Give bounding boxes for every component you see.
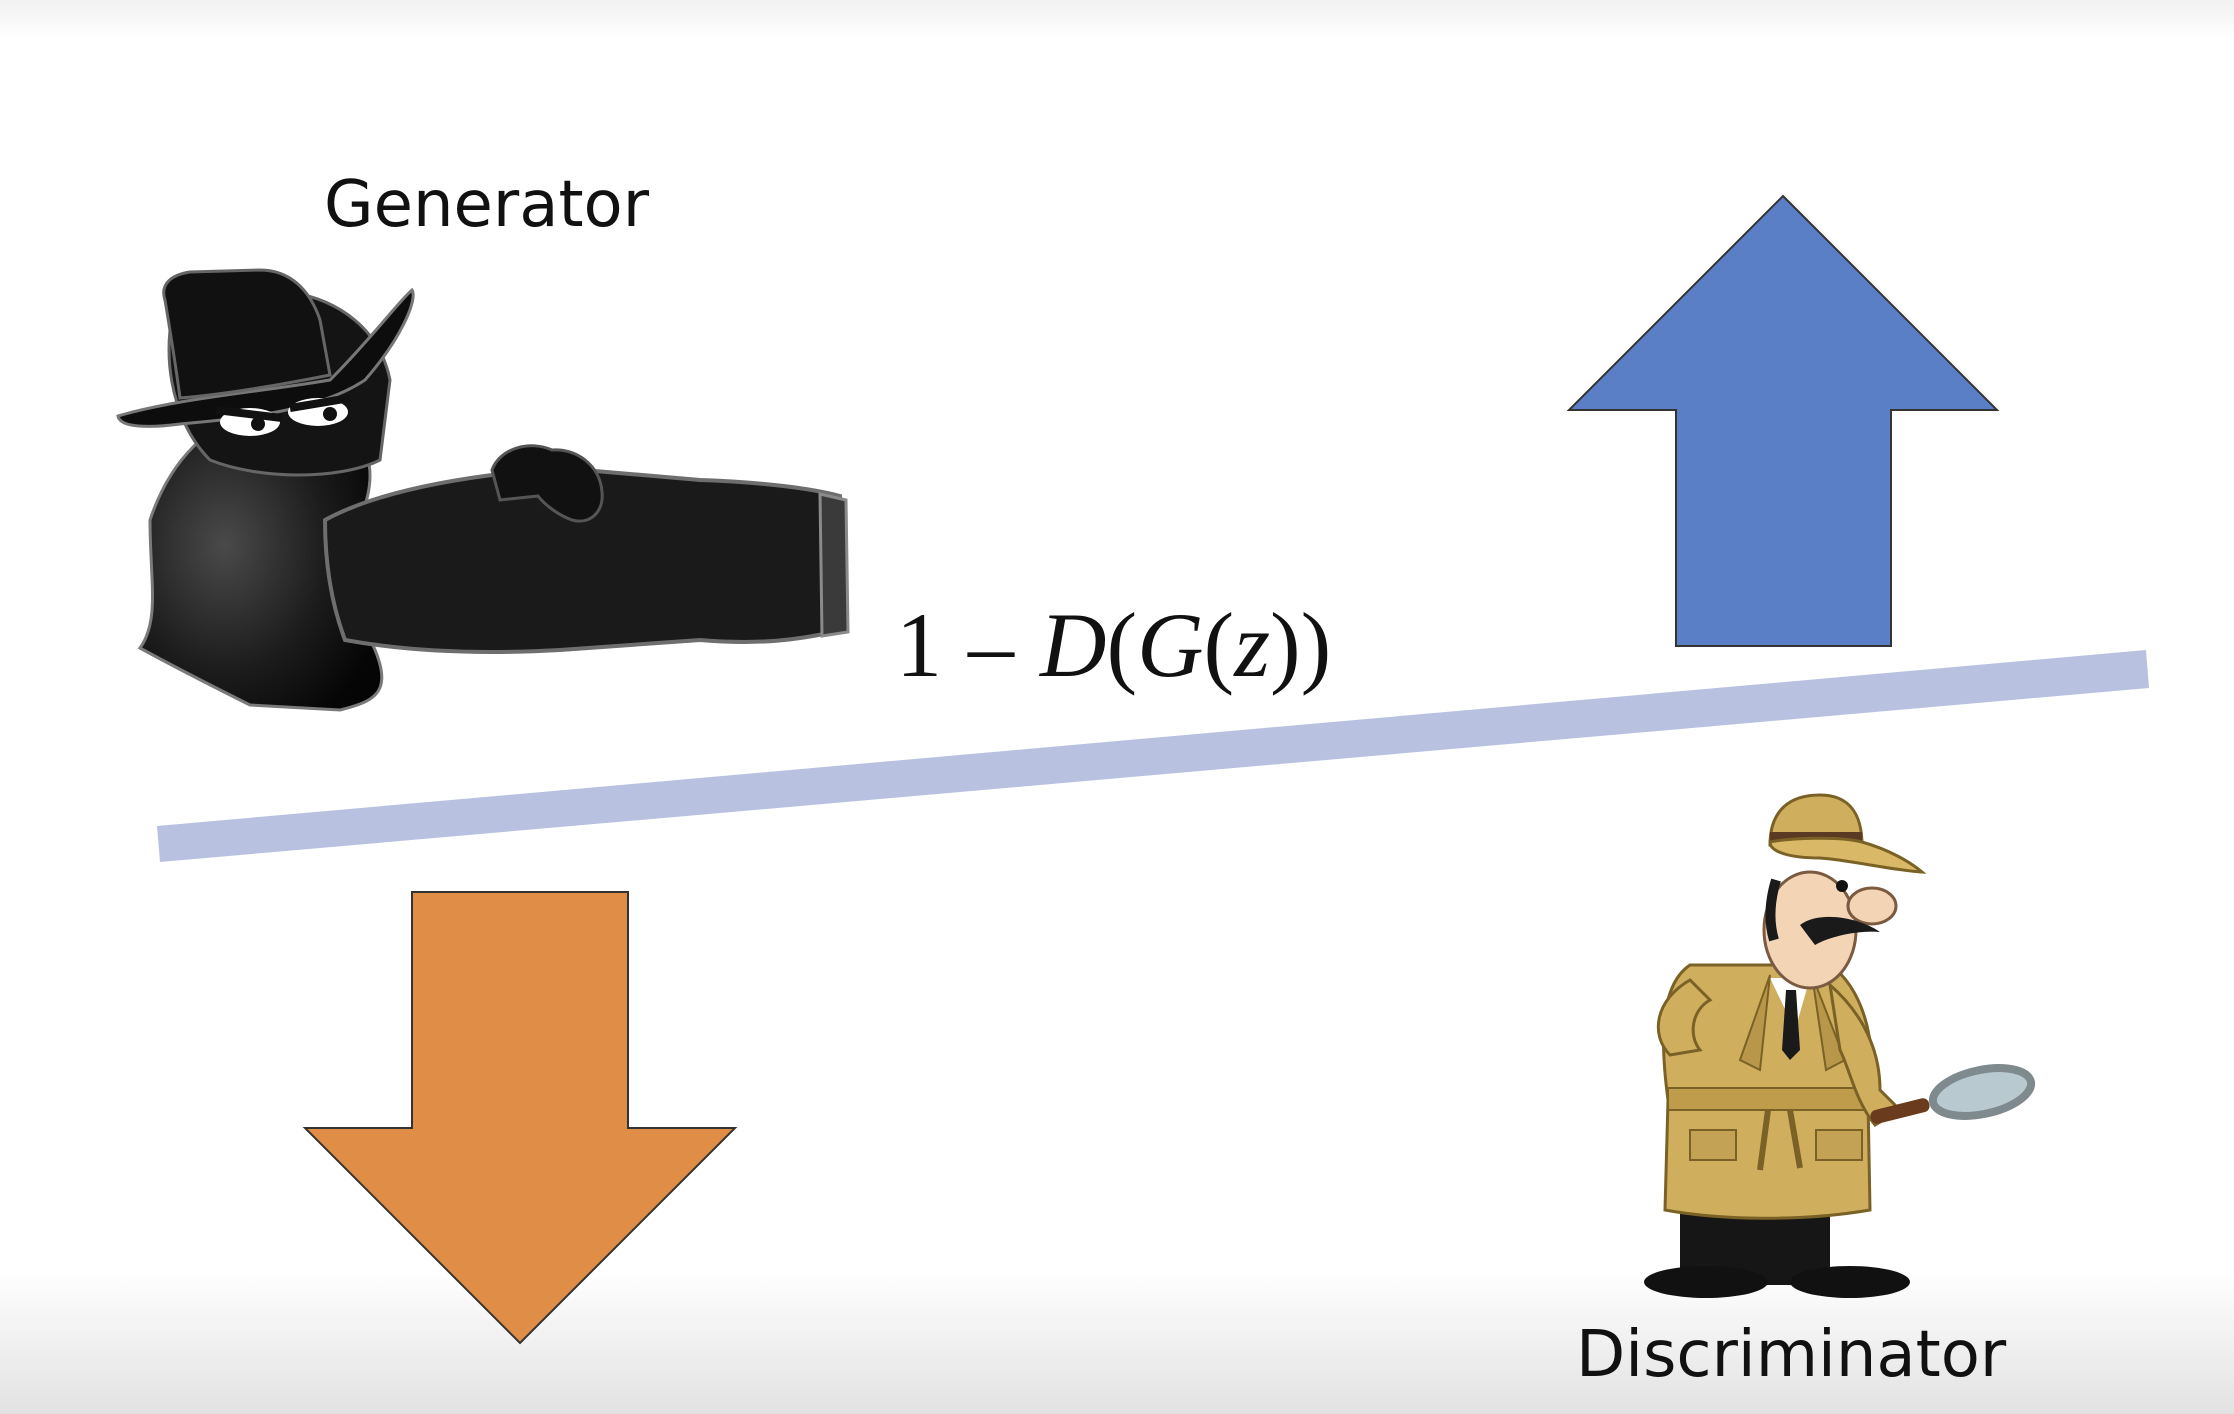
formula-one-minus-d-of-g-of-z: 1–D(G(z)) bbox=[896, 592, 1331, 698]
formula-minus: – bbox=[968, 594, 1014, 696]
spy-generator-icon bbox=[116, 268, 850, 712]
formula-one: 1 bbox=[896, 594, 942, 696]
detective-discriminator-icon bbox=[1644, 793, 2036, 1298]
formula-open-paren-1: ( bbox=[1106, 594, 1138, 696]
seesaw-bar bbox=[157, 650, 2149, 862]
discriminator-label: Discriminator bbox=[1576, 1318, 2007, 1392]
formula-close-parens: )) bbox=[1270, 594, 1332, 696]
down-arrow-icon bbox=[302, 891, 738, 1345]
top-fade bbox=[0, 0, 2234, 40]
up-arrow-icon bbox=[1566, 194, 2000, 647]
formula-d: D bbox=[1040, 594, 1107, 696]
generator-label: Generator bbox=[324, 168, 649, 242]
formula-g: G bbox=[1137, 594, 1204, 696]
formula-z: z bbox=[1234, 594, 1270, 696]
formula-open-paren-2: ( bbox=[1203, 594, 1235, 696]
